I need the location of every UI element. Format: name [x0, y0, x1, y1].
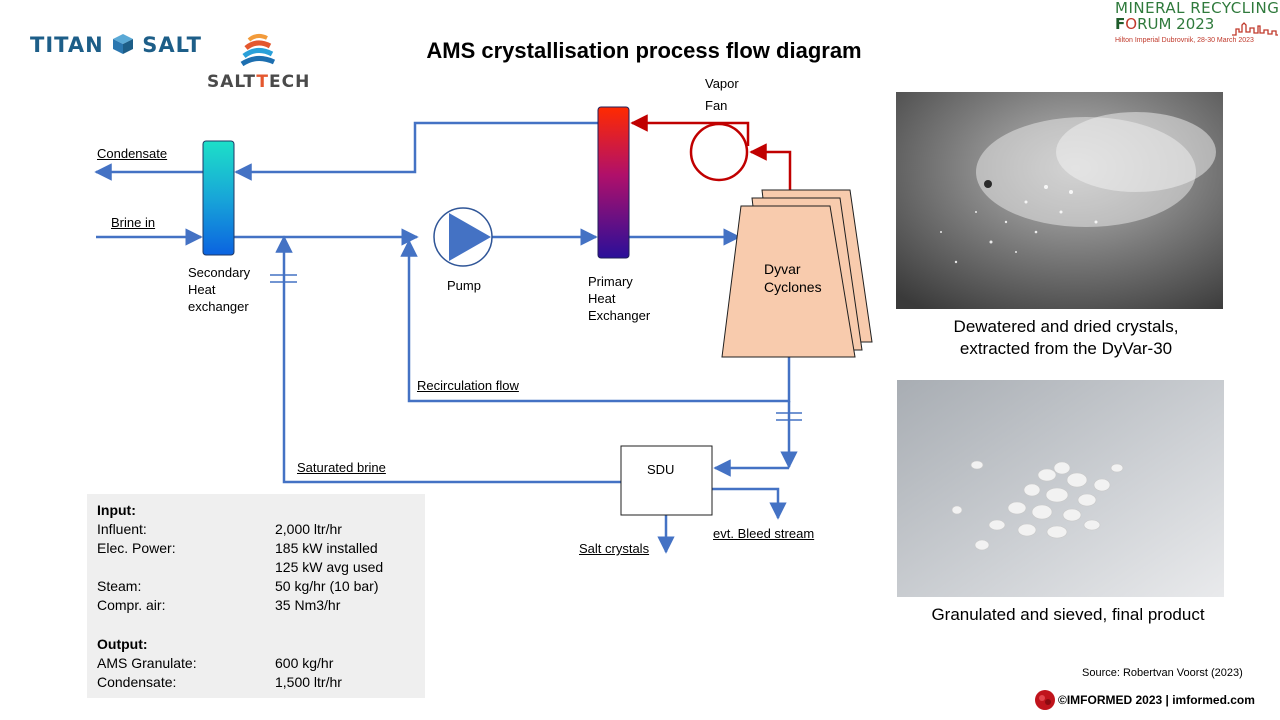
- granulate-photo: [897, 380, 1224, 597]
- salttech-logo-part3: ECH: [269, 72, 311, 92]
- forum-line1: MINERAL RECYCLING: [1115, 0, 1280, 17]
- sdu-label: SDU: [647, 462, 675, 477]
- salttech-logo-part1: SALT: [207, 72, 257, 92]
- imformed-footer: ©IMFORMED 2023 | imformed.com: [1058, 693, 1255, 707]
- page-title: AMS crystallisation process flow diagram: [0, 38, 1280, 64]
- output-label-0: AMS Granulate:: [97, 655, 197, 671]
- secondary-hx-label-3: exchanger: [188, 299, 249, 314]
- pump-label: Pump: [447, 278, 481, 293]
- input-value-4: 35 Nm3/hr: [275, 597, 341, 613]
- primary-heat-exchanger: [597, 106, 630, 259]
- pump-triangle-icon: [449, 213, 491, 261]
- source-note: Source: Robertvan Voorst (2023): [1082, 667, 1243, 679]
- secondary-hx-label: Secondary Heat exchanger: [188, 264, 250, 315]
- condensate-label: Condensate: [97, 146, 168, 161]
- input-value-2: 125 kW avg used: [275, 559, 384, 575]
- titan-logo-text: TITAN: [30, 33, 104, 57]
- fan-label: Fan: [705, 98, 728, 113]
- vapor-fan: [689, 122, 749, 182]
- cube-icon: [112, 34, 133, 54]
- output-label-1: Condensate:: [97, 674, 177, 690]
- saturated-brine-line: [275, 235, 621, 484]
- input-label-3: Steam:: [97, 578, 142, 594]
- forum-line3: Hilton Imperial Dubrovnik, 28-30 March 2…: [1115, 37, 1254, 44]
- cyclones-label: Dyvar Cyclones: [764, 260, 822, 296]
- photo1-caption: Dewatered and dried crystals, extracted …: [896, 316, 1236, 360]
- input-label-0: Influent:: [97, 521, 147, 537]
- input-value-0: 2,000 ltr/hr: [275, 521, 342, 537]
- salt-logo-text: SALT: [142, 33, 202, 57]
- cyclones-label-2: Cyclones: [764, 279, 822, 295]
- output-heading: Output:: [97, 636, 148, 652]
- vapor-to-fan-line: [749, 143, 792, 206]
- forum-line2: FORUM 2023: [1115, 16, 1279, 32]
- salttech-logo: SALTTECH: [207, 72, 310, 92]
- imformed-logo-icon: [1035, 690, 1055, 710]
- brine-in-label: Brine in: [111, 215, 156, 230]
- photo1-caption-line1: Dewatered and dried crystals,: [953, 317, 1179, 336]
- secondary-hx-label-2: Heat: [188, 282, 216, 297]
- titan-salt-logo: TITAN SALT: [30, 33, 202, 57]
- recirculation-line: [400, 239, 791, 403]
- salttech-logo-part2: T: [256, 72, 270, 92]
- secondary-hx-label-1: Secondary: [188, 265, 251, 280]
- forum-logo: MINERAL RECYCLING FORUM 2023 Hilton Impe…: [1115, 0, 1279, 49]
- salt-crystals-label: Salt crystals: [579, 541, 650, 556]
- dried-crystals-photo: [896, 92, 1223, 309]
- primary-hx-label-2: Heat: [588, 291, 616, 306]
- bleed-stream-line: [712, 487, 787, 520]
- forum-line2-a: F: [1115, 15, 1126, 33]
- input-output-summary: Input: Influent: 2,000 ltr/hr Elec. Powe…: [87, 494, 425, 698]
- sdu-box: [620, 445, 713, 516]
- cyclone-front: [721, 205, 856, 358]
- page-title-text: AMS crystallisation process flow diagram: [426, 38, 862, 63]
- photo2-caption: Granulated and sieved, final product: [931, 605, 1205, 624]
- city-skyline-icon: [1232, 22, 1278, 36]
- salttech-swirl-icon: [240, 33, 276, 67]
- primary-hx-label: Primary Heat Exchanger: [588, 273, 650, 324]
- forum-line2-b: RUM 2023: [1137, 15, 1215, 33]
- cyclones-label-1: Dyvar: [764, 261, 801, 277]
- fan-to-primary-line: [630, 114, 750, 146]
- condensate-flow-line: [234, 121, 598, 181]
- input-label-1: Elec. Power:: [97, 540, 176, 556]
- primary-hx-label-3: Exchanger: [588, 308, 651, 323]
- input-value-1: 185 kW installed: [275, 540, 378, 556]
- output-value-0: 600 kg/hr: [275, 655, 334, 671]
- input-value-3: 50 kg/hr (10 bar): [275, 578, 379, 594]
- bleed-stream-label: evt. Bleed stream: [713, 526, 815, 541]
- output-value-1: 1,500 ltr/hr: [275, 674, 342, 690]
- primary-hx-label-1: Primary: [588, 274, 633, 289]
- forum-o-icon: O: [1125, 15, 1138, 33]
- saturated-brine-label: Saturated brine: [297, 460, 386, 475]
- photo1-caption-line2: extracted from the DyVar-30: [959, 339, 1173, 358]
- secondary-heat-exchanger: [202, 140, 235, 256]
- vapor-label: Vapor: [705, 76, 739, 91]
- input-heading: Input:: [97, 502, 136, 518]
- recirculation-label: Recirculation flow: [417, 378, 519, 393]
- input-label-4: Compr. air:: [97, 597, 166, 613]
